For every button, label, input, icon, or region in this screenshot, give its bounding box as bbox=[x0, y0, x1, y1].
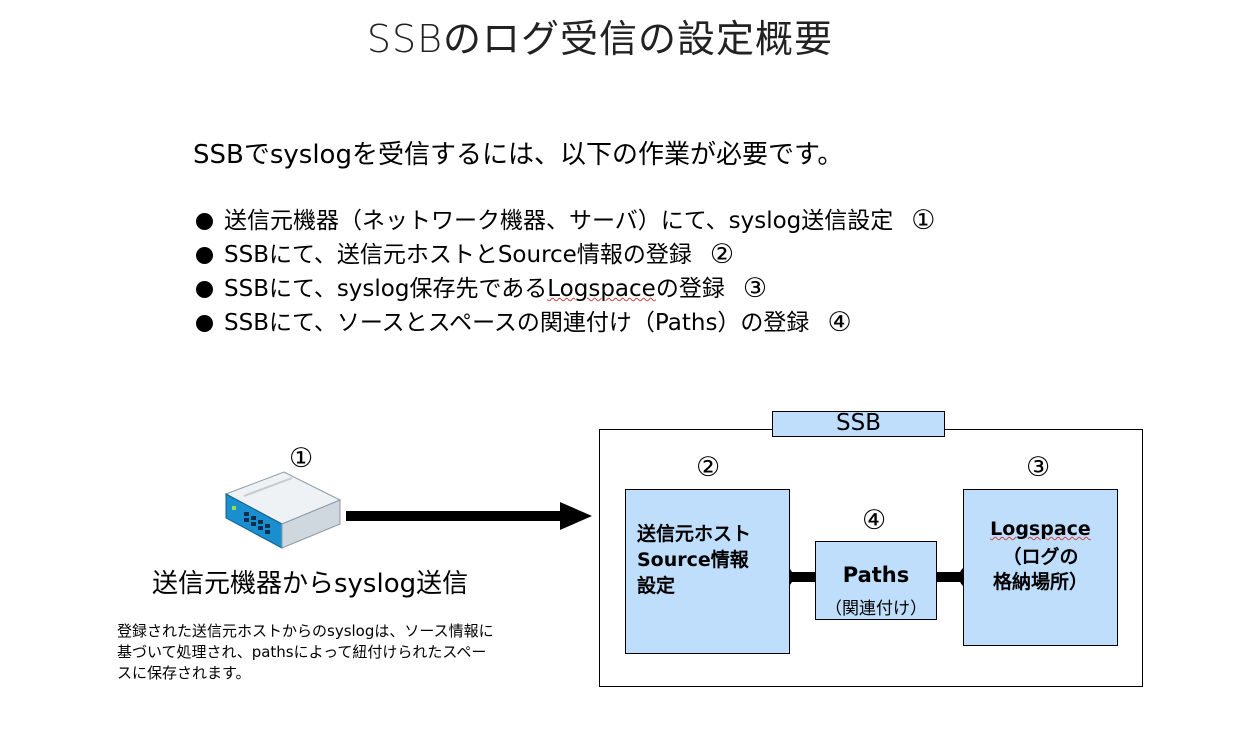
ssb-label: SSB bbox=[772, 411, 945, 437]
logspace-subtitle: （ログの 格納場所） bbox=[963, 545, 1118, 595]
paths-box bbox=[815, 541, 937, 620]
logspace-box bbox=[963, 489, 1118, 646]
logspace-number: ③ bbox=[1026, 452, 1051, 483]
source-line: 設定 bbox=[637, 575, 676, 597]
bullet-number: ① bbox=[911, 205, 936, 236]
bullet-text: の登録 bbox=[655, 276, 725, 302]
logspace-sub-line: （ログの bbox=[1002, 546, 1079, 568]
bullet-text: SSBにて、syslog保存先である bbox=[224, 276, 548, 302]
intro-text: SSBでsyslogを受信するには、以下の作業が必要です。 bbox=[193, 140, 844, 170]
list-item: SSBにて、ソースとスペースの関連付け（Paths）の登録 ④ bbox=[196, 306, 935, 340]
source-number: ② bbox=[696, 452, 721, 483]
logspace-title: Logspace bbox=[990, 518, 1091, 540]
note-line: スに保存されます。 bbox=[117, 664, 251, 682]
bullet-icon bbox=[196, 246, 213, 264]
bullet-icon bbox=[196, 212, 213, 230]
bullet-number: ② bbox=[709, 239, 735, 270]
bullet-number: ③ bbox=[742, 273, 768, 304]
requirements-list: 送信元機器（ネットワーク機器、サーバ）にて、syslog送信設定 ① SSBにて… bbox=[196, 204, 935, 340]
note-line: 基づいて処理され、pathsによって紐付けられたスペー bbox=[117, 643, 487, 661]
send-arrow bbox=[346, 502, 592, 530]
source-line: Source情報 bbox=[637, 549, 749, 571]
list-item: 送信元機器（ネットワーク機器、サーバ）にて、syslog送信設定 ① bbox=[196, 204, 935, 238]
source-box-text: 送信元ホスト Source情報 設定 bbox=[637, 521, 751, 599]
sender-label: 送信元機器からsyslog送信 bbox=[152, 569, 469, 599]
paths-title: Paths bbox=[842, 563, 910, 587]
note-text: 登録された送信元ホストからのsyslogは、ソース情報に 基づいて処理され、pa… bbox=[117, 621, 557, 684]
paths-subtitle: （関連付け） bbox=[825, 599, 927, 619]
source-box bbox=[625, 489, 790, 654]
bullet-number: ④ bbox=[827, 307, 852, 338]
logspace-sub-line: 格納場所） bbox=[992, 571, 1088, 593]
network-switch-icon bbox=[224, 471, 342, 549]
paths-number: ④ bbox=[862, 505, 887, 536]
bullet-text-logspace: Logspace bbox=[547, 276, 656, 302]
source-line: 送信元ホスト bbox=[637, 523, 752, 545]
note-line: 登録された送信元ホストからのsyslogは、ソース情報に bbox=[117, 622, 494, 640]
bullet-text: 送信元機器（ネットワーク機器、サーバ）にて、syslog送信設定 bbox=[224, 208, 894, 234]
page-title: SSBのログ受信の設定概要 bbox=[366, 17, 834, 61]
bullet-text: SSBにて、ソースとスペースの関連付け（Paths）の登録 bbox=[224, 310, 810, 336]
bullet-icon bbox=[196, 314, 213, 332]
bullet-text: SSBにて、送信元ホストとSource情報の登録 bbox=[224, 242, 692, 268]
list-item: SSBにて、送信元ホストとSource情報の登録 ② bbox=[196, 238, 935, 272]
sender-number: ① bbox=[289, 443, 314, 474]
bullet-icon bbox=[196, 280, 213, 298]
